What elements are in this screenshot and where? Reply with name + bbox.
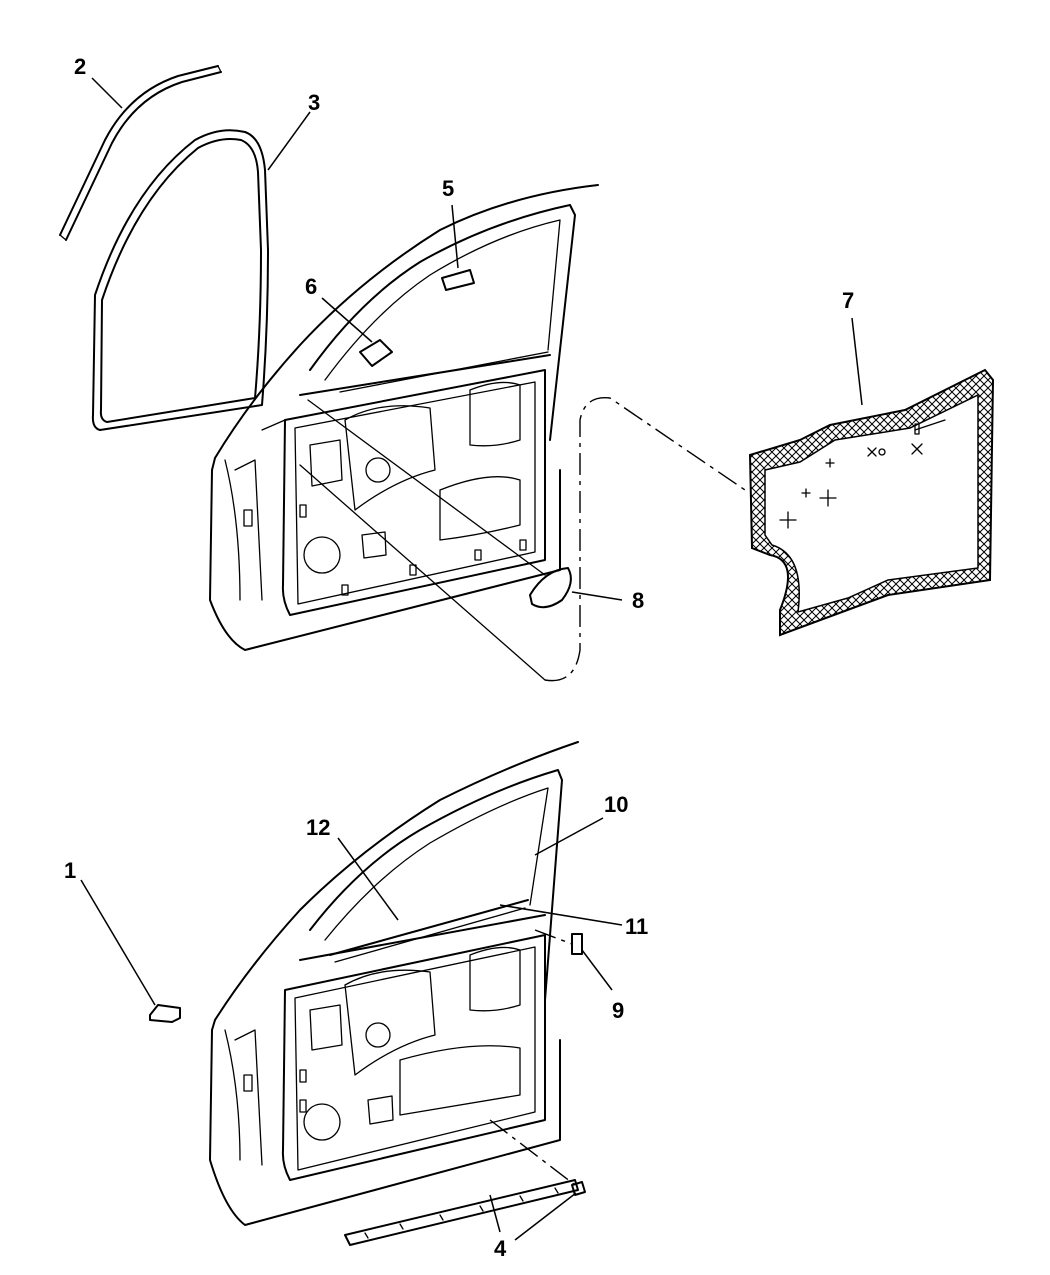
callout-11: 11 xyxy=(625,914,648,939)
callout-8: 8 xyxy=(632,588,644,613)
callout-4: 4 xyxy=(494,1236,507,1261)
part-1-plug xyxy=(149,1004,181,1023)
part-3-door-seal xyxy=(91,129,269,431)
part-2-upper-weatherstrip xyxy=(59,65,222,241)
callout-9: 9 xyxy=(612,998,624,1023)
part-4-sill-strip xyxy=(344,929,586,1246)
callout-labels: 1 2 3 4 5 6 7 8 9 10 11 12 xyxy=(64,54,854,1261)
callout-6: 6 xyxy=(305,274,317,299)
callout-3: 3 xyxy=(308,90,320,115)
callout-1: 1 xyxy=(64,858,76,883)
part-6-bumper xyxy=(359,339,393,367)
part-8-plug xyxy=(529,567,572,609)
shield-marks xyxy=(779,419,946,529)
callout-7: 7 xyxy=(842,288,854,313)
upper-door-inner-panel xyxy=(209,184,599,651)
callout-leaders xyxy=(80,77,863,1241)
part-9-clip xyxy=(571,933,583,955)
callout-5: 5 xyxy=(442,176,454,201)
part-5-clip xyxy=(441,269,475,291)
callout-10: 10 xyxy=(604,792,628,817)
lower-door-inner-panel xyxy=(209,741,579,1226)
part-7-water-shield xyxy=(748,368,995,637)
callout-12: 12 xyxy=(306,815,330,840)
callout-2: 2 xyxy=(74,54,86,79)
upper-dashed-lines xyxy=(299,396,746,682)
